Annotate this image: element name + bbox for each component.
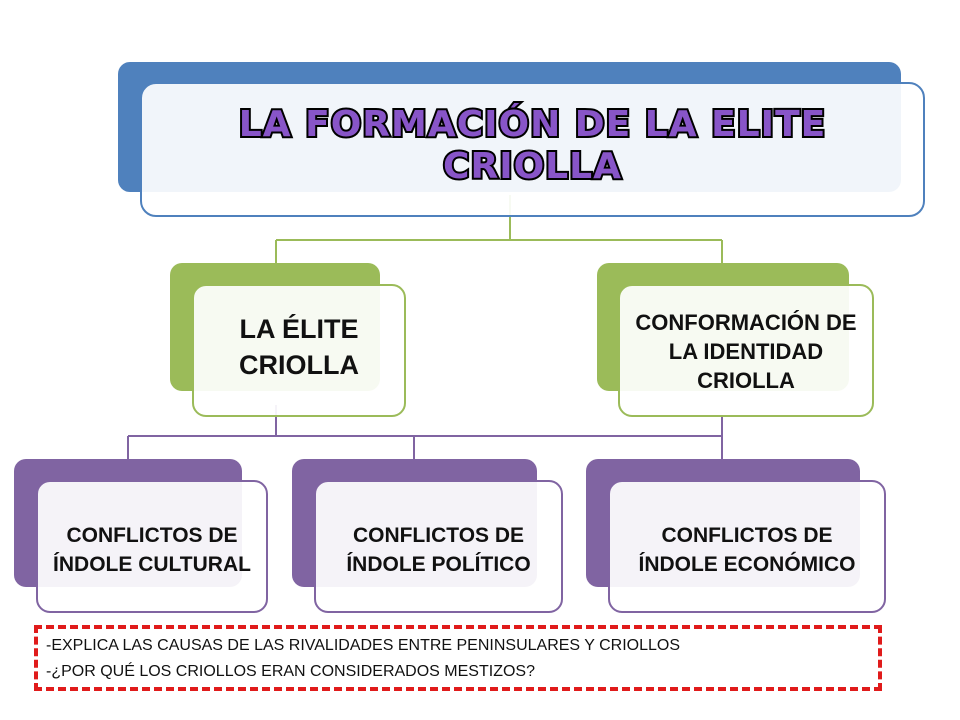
politico-node-label: CONFLICTOS DE ÍNDOLE POLÍTICO	[346, 523, 531, 576]
economico-node: CONFLICTOS DE ÍNDOLE ECONÓMICO	[608, 480, 886, 613]
connector-identidad-to-conflicts	[276, 415, 723, 459]
questions-box: -EXPLICA LAS CAUSAS DE LAS RIVALIDADES E…	[34, 625, 882, 691]
connector-title-to-level1	[275, 195, 723, 263]
title-node: LA FORMACIÓN DE LA ELITE CRIOLLA	[140, 82, 925, 217]
identidad-node: CONFORMACIÓN DE LA IDENTIDAD CRIOLLA	[618, 284, 874, 417]
cultural-node: CONFLICTOS DE ÍNDOLE CULTURAL	[36, 480, 268, 613]
economico-node-label: CONFLICTOS DE ÍNDOLE ECONÓMICO	[638, 523, 856, 576]
connector-elite-to-conflicts	[127, 405, 415, 459]
politico-node: CONFLICTOS DE ÍNDOLE POLÍTICO	[314, 480, 563, 613]
question-2: -¿POR QUÉ LOS CRIOLLOS ERAN CONSIDERADOS…	[46, 663, 535, 680]
identidad-node-label: CONFORMACIÓN DE LA IDENTIDAD CRIOLLA	[635, 310, 857, 393]
cultural-node-label: CONFLICTOS DE ÍNDOLE CULTURAL	[53, 523, 251, 576]
elite-node-label: LA ÉLITE CRIOLLA	[239, 313, 359, 380]
question-1: -EXPLICA LAS CAUSAS DE LAS RIVALIDADES E…	[46, 637, 680, 654]
diagram-title: LA FORMACIÓN DE LA ELITE CRIOLLA	[237, 102, 827, 189]
elite-node: LA ÉLITE CRIOLLA	[192, 284, 406, 417]
